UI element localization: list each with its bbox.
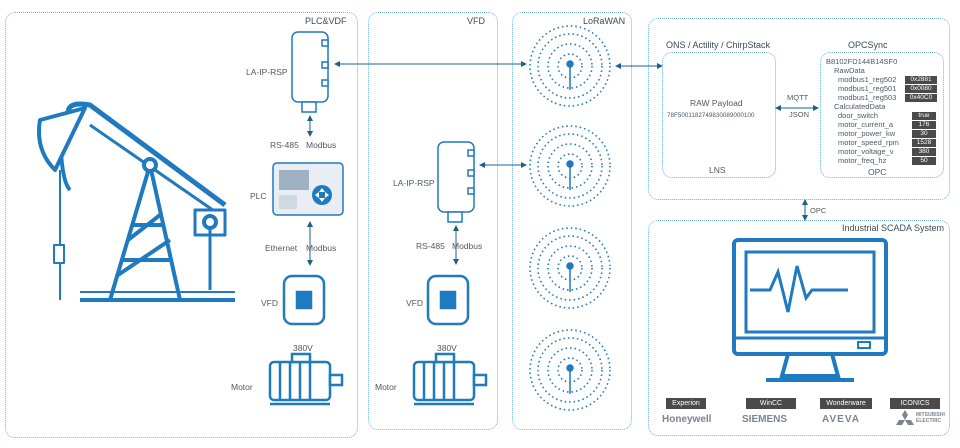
vfd-1-icon bbox=[282, 274, 326, 326]
brand-mitsubishi: MITSUBISHI ELECTRIC bbox=[916, 412, 945, 424]
product-wincc: WinCC bbox=[746, 398, 796, 409]
mqtt-label: MQTT bbox=[787, 93, 809, 102]
brand-siemens: SIEMENS bbox=[742, 414, 788, 425]
opc-calc-name-1: door_switch bbox=[838, 111, 879, 120]
modbus-label-1: Modbus bbox=[306, 140, 337, 150]
rs485-label-2: RS-485 bbox=[416, 241, 445, 251]
opc-calc-value-6: 50 bbox=[912, 157, 936, 165]
opc-calc-header: CalculatedData bbox=[834, 102, 886, 111]
motor-2-icon bbox=[412, 352, 488, 406]
opc-raw-value-3: 0x40C0 bbox=[905, 94, 937, 102]
mitsubishi-logo-icon bbox=[896, 410, 914, 425]
opc-calc-name-6: motor_freq_hz bbox=[838, 156, 887, 165]
motor-label-2: Motor bbox=[375, 382, 397, 392]
opc-raw-header: RawData bbox=[834, 66, 865, 75]
opc-calc-value-1: true bbox=[912, 112, 936, 120]
plc-vdf-panel-title: PLC&VDF bbox=[305, 16, 347, 26]
la-ip-rsp-device-1-icon bbox=[291, 31, 329, 113]
rs485-label-1: RS-485 bbox=[270, 140, 299, 150]
json-label: JSON bbox=[789, 110, 810, 119]
la-ip-rsp-device-2-icon bbox=[437, 141, 475, 223]
vfd-2-icon bbox=[426, 274, 470, 326]
opc-raw-name-2: modbus1_reg501 bbox=[838, 84, 897, 93]
lns-footer: LNS bbox=[709, 165, 726, 175]
opc-raw-value-1: 0x2881 bbox=[905, 76, 937, 84]
modbus-label-3: Modbus bbox=[452, 241, 483, 251]
opc-calc-value-3: 30 bbox=[912, 130, 936, 138]
opc-calc-name-2: motor_current_a bbox=[838, 120, 894, 129]
cloud-panel bbox=[648, 18, 950, 200]
opc-calc-value-2: 176 bbox=[912, 121, 936, 129]
brand-honeywell: Honeywell bbox=[662, 414, 712, 425]
plc-vdf-panel bbox=[5, 12, 358, 438]
scada-monitor-icon bbox=[732, 238, 888, 382]
brand-aveva: AVEVA bbox=[822, 414, 860, 425]
scada-panel bbox=[648, 220, 950, 436]
opc-device-id: B8102FD144B14SF0 bbox=[826, 57, 898, 66]
voltage-label-2: 380V bbox=[437, 343, 457, 353]
lorawan-gateway-icons bbox=[529, 25, 611, 411]
vfd-panel bbox=[368, 12, 498, 430]
voltage-label-1: 380V bbox=[293, 343, 313, 353]
opcsync-title: OPCSync bbox=[848, 40, 888, 50]
opc-raw-name-3: modbus1_reg503 bbox=[838, 93, 897, 102]
opc-link-label: OPC bbox=[810, 206, 827, 215]
ethernet-label: Ethernet bbox=[265, 243, 298, 253]
motor-1-icon bbox=[268, 352, 344, 406]
pumpjack-icon bbox=[37, 101, 235, 302]
vfd-panel-title: VFD bbox=[467, 16, 485, 26]
product-wonderware: Wonderware bbox=[820, 398, 872, 409]
vfd-label-1: VFD bbox=[261, 298, 278, 308]
product-experion: Experion bbox=[666, 398, 706, 409]
opc-box bbox=[820, 52, 944, 178]
opc-raw-value-2: 0x0080 bbox=[905, 85, 937, 93]
opc-calc-name-5: motor_voltage_v bbox=[838, 147, 894, 156]
opc-calc-value-4: 1528 bbox=[912, 139, 936, 147]
plc-icon bbox=[272, 162, 344, 216]
lorawan-panel-title: LoRaWAN bbox=[583, 16, 626, 26]
opc-footer: OPC bbox=[868, 167, 887, 177]
opc-raw-name-1: modbus1_reg502 bbox=[838, 75, 897, 84]
vfd-label-2: VFD bbox=[406, 298, 423, 308]
modbus-label-2: Modbus bbox=[306, 243, 337, 253]
motor-label-1: Motor bbox=[231, 382, 253, 392]
raw-payload-hex: 78F5001182749830089000100 bbox=[667, 112, 755, 119]
raw-payload-label: RAW Payload bbox=[690, 98, 743, 108]
lorawan-panel bbox=[512, 12, 632, 430]
plc-label: PLC bbox=[250, 191, 267, 201]
lns-box bbox=[662, 52, 776, 178]
opc-calc-name-3: motor_power_kw bbox=[838, 129, 896, 138]
opc-calc-name-4: motor_speed_rpm bbox=[838, 138, 899, 147]
la-ip-rsp-label-2: LA-IP-RSP bbox=[393, 178, 435, 188]
opc-calc-value-5: 380 bbox=[912, 148, 936, 156]
product-iconics: ICONICS bbox=[890, 398, 940, 409]
la-ip-rsp-label-1: LA-IP-RSP bbox=[246, 67, 288, 77]
scada-panel-title: Industrial SCADA System bbox=[842, 223, 945, 233]
lns-title: ONS / Actility / ChirpStack bbox=[666, 40, 771, 50]
